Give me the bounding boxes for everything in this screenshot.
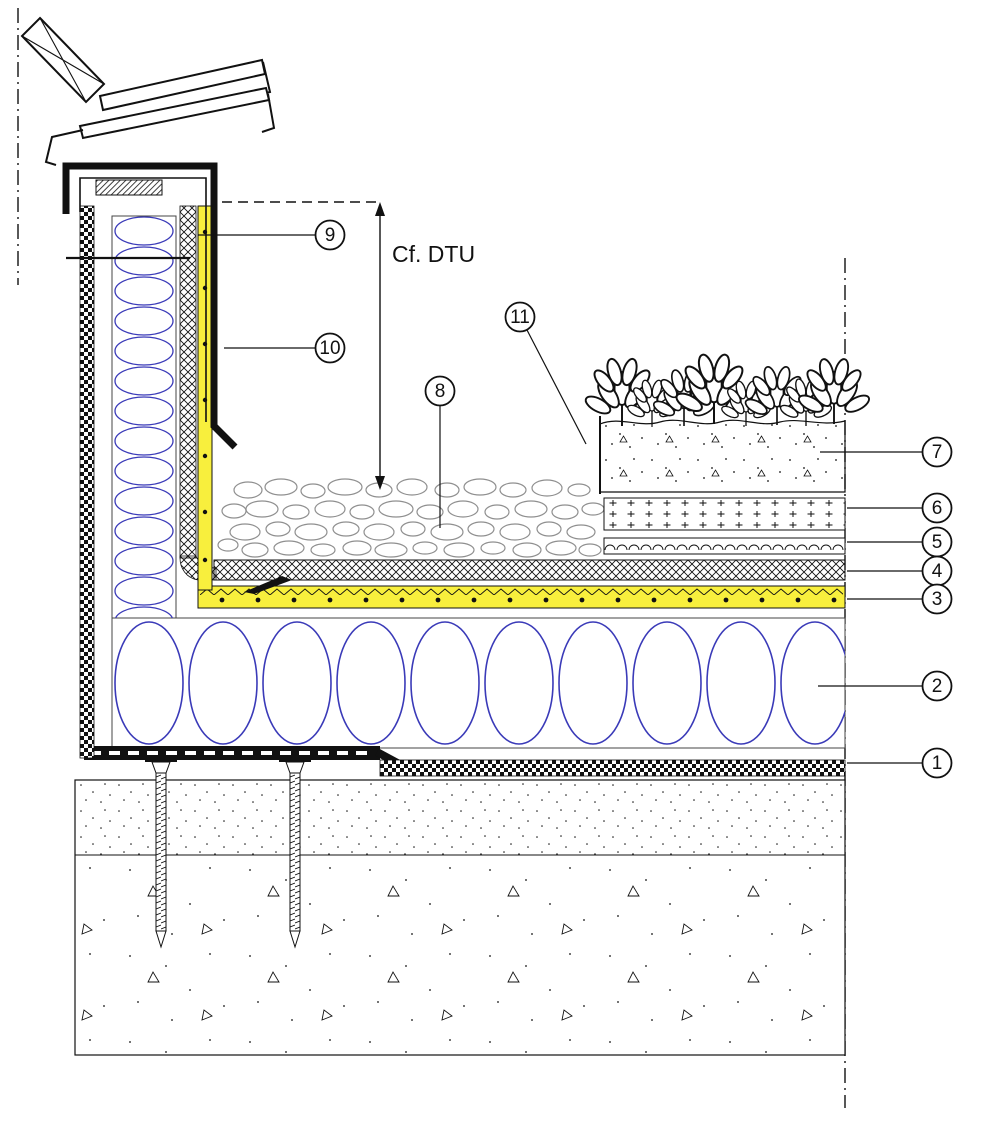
pebble	[265, 521, 291, 537]
pebble	[349, 504, 375, 520]
pebble	[536, 521, 562, 537]
pebble	[512, 542, 542, 558]
pebble	[332, 521, 360, 537]
callout-2-label: 2	[932, 676, 943, 697]
callout-7-label: 7	[932, 442, 943, 463]
pebble	[233, 481, 263, 499]
callout-8: 8	[424, 375, 456, 528]
pebble	[400, 521, 426, 537]
pebble	[294, 523, 328, 541]
pebble	[531, 479, 563, 497]
roof-layer-4-separation	[179, 555, 846, 581]
dimension-cfdtu: Cf. DTU	[222, 201, 475, 490]
annotation-cfdtu: Cf. DTU	[392, 241, 475, 267]
pebble	[217, 538, 239, 552]
callout-1-label: 1	[932, 753, 943, 774]
roof-layer-2-insulation	[111, 617, 846, 749]
roof-layer-1-vapour-barrier	[84, 746, 846, 777]
callout-5-label: 5	[932, 532, 943, 553]
callout-4: 4	[847, 555, 953, 587]
pebble	[551, 504, 579, 520]
green-roof-substrate	[599, 416, 846, 494]
callout-11-label: 11	[510, 307, 530, 328]
roof-layer-5-drainage	[603, 537, 846, 555]
callout-3: 3	[847, 583, 953, 615]
pebble	[342, 540, 372, 556]
callout-10: 10	[224, 332, 346, 364]
gravel-ballast	[217, 478, 605, 558]
callout-7: 7	[820, 436, 953, 468]
pebble	[484, 504, 510, 520]
pebble	[499, 482, 527, 498]
roof-layer-3-membrane	[197, 576, 846, 609]
pebble	[282, 504, 310, 520]
pebble	[463, 478, 497, 496]
pebble	[434, 482, 460, 498]
pebble	[430, 523, 464, 541]
pebble	[310, 543, 336, 557]
pebble	[480, 541, 506, 555]
pebble	[396, 478, 428, 496]
pebble	[443, 542, 475, 558]
pebble	[467, 521, 495, 537]
pebble	[499, 523, 531, 541]
roof-layer-6-filter	[603, 497, 846, 531]
callout-9-label: 9	[325, 225, 336, 246]
callout-3-label: 3	[932, 589, 943, 610]
callout-5: 5	[847, 526, 953, 558]
pebble	[300, 483, 326, 499]
pebble	[412, 541, 438, 555]
pebble	[314, 500, 346, 518]
pebble	[327, 478, 363, 496]
pebble	[221, 503, 247, 519]
pebble	[374, 542, 408, 558]
parapet-cap	[62, 162, 238, 450]
pebble	[447, 500, 479, 518]
pebble	[273, 540, 305, 556]
callout-6-label: 6	[932, 498, 943, 519]
pebble	[378, 500, 414, 518]
pebble	[578, 543, 602, 557]
callout-6: 6	[847, 492, 953, 524]
coping-assembly	[20, 16, 276, 166]
pebble	[566, 524, 596, 540]
callout-2: 2	[818, 670, 953, 702]
pebble	[581, 502, 605, 516]
cap-fixing-rail	[95, 179, 163, 196]
callout-4-label: 4	[932, 561, 943, 582]
concrete-slab	[74, 779, 846, 1056]
pebble	[245, 500, 279, 518]
vegetation	[582, 351, 873, 427]
pebble	[229, 523, 261, 541]
parapet-layers	[66, 205, 213, 759]
parapet-outer-membrane	[79, 205, 95, 759]
parapet-separation-layer	[179, 205, 197, 559]
callout-10-label: 10	[319, 338, 340, 359]
pebble	[567, 483, 591, 497]
pebble	[264, 478, 298, 496]
callout-1: 1	[847, 747, 953, 779]
pebble	[514, 500, 548, 518]
callout-8-label: 8	[435, 381, 446, 402]
callout-9: 9	[198, 219, 346, 251]
callout-11: 11	[504, 301, 587, 445]
pebble	[241, 542, 269, 558]
pebble	[363, 523, 395, 541]
pebble	[545, 540, 577, 556]
pebble	[416, 504, 444, 520]
